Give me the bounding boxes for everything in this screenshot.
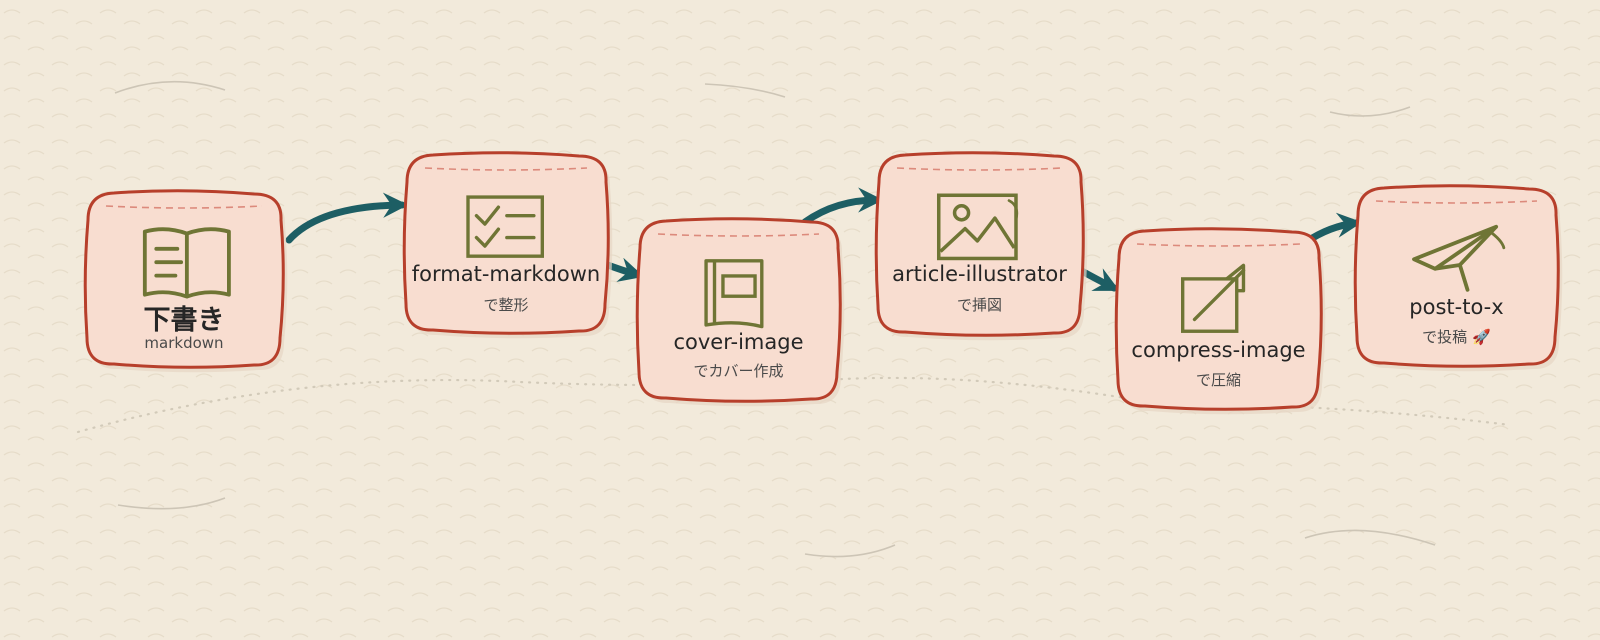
node-compress[interactable]: compress-image で圧縮: [1114, 227, 1326, 415]
sketch-stroke: [804, 544, 896, 558]
image-icon: [875, 190, 1084, 269]
node-title: compress-image: [1131, 338, 1306, 362]
node-title: 下書き: [143, 305, 225, 336]
node-subtitle-text: で圧縮: [1195, 371, 1241, 389]
node-card: [635, 217, 845, 407]
node-card: [1114, 227, 1326, 415]
sketch-stroke: [114, 80, 226, 94]
arrow-draft-to-format: [285, 192, 409, 244]
node-cover[interactable]: cover-image でカバー作成: [635, 217, 845, 407]
node-subtitle-text: で挿図: [956, 296, 1002, 314]
sketch-stroke: [1304, 529, 1436, 546]
cover-book-icon: [636, 254, 841, 330]
node-subtitle: markdown: [84, 334, 284, 352]
node-card: [402, 151, 613, 339]
sketch-stroke: [1329, 106, 1411, 117]
node-subtitle: で整形: [403, 294, 609, 315]
node-subtitle: で挿図: [875, 294, 1084, 315]
node-subtitle-text: でカバー作成: [693, 362, 784, 380]
node-illustrate[interactable]: article-illustrator で挿図: [874, 151, 1088, 341]
node-subtitle: で投稿🚀: [1354, 326, 1559, 347]
sketch-stroke: [117, 497, 226, 510]
node-format[interactable]: format-markdown で整形: [402, 151, 613, 339]
node-title: post-to-x: [1409, 295, 1504, 319]
book-icon: [84, 224, 284, 310]
node-title: cover-image: [673, 330, 804, 354]
compress-icon: [1115, 262, 1322, 338]
node-card: [874, 151, 1088, 341]
node-subtitle: で圧縮: [1115, 369, 1322, 390]
node-subtitle-text: で投稿: [1422, 328, 1468, 346]
node-title: format-markdown: [411, 262, 601, 286]
paper-plane-icon: [1354, 221, 1559, 307]
rocket-icon: 🚀: [1472, 328, 1491, 346]
node-subtitle-text: で整形: [483, 296, 529, 314]
node-subtitle: でカバー作成: [636, 360, 841, 381]
node-card: [1353, 184, 1563, 372]
checklist-icon: [403, 192, 609, 268]
sketch-stroke: [704, 83, 786, 98]
arrow-cover-to-illustrate: [801, 187, 884, 226]
node-subtitle-text: markdown: [144, 334, 224, 352]
node-post[interactable]: post-to-x で投稿🚀: [1353, 184, 1563, 372]
node-title: article-illustrator: [892, 262, 1067, 286]
